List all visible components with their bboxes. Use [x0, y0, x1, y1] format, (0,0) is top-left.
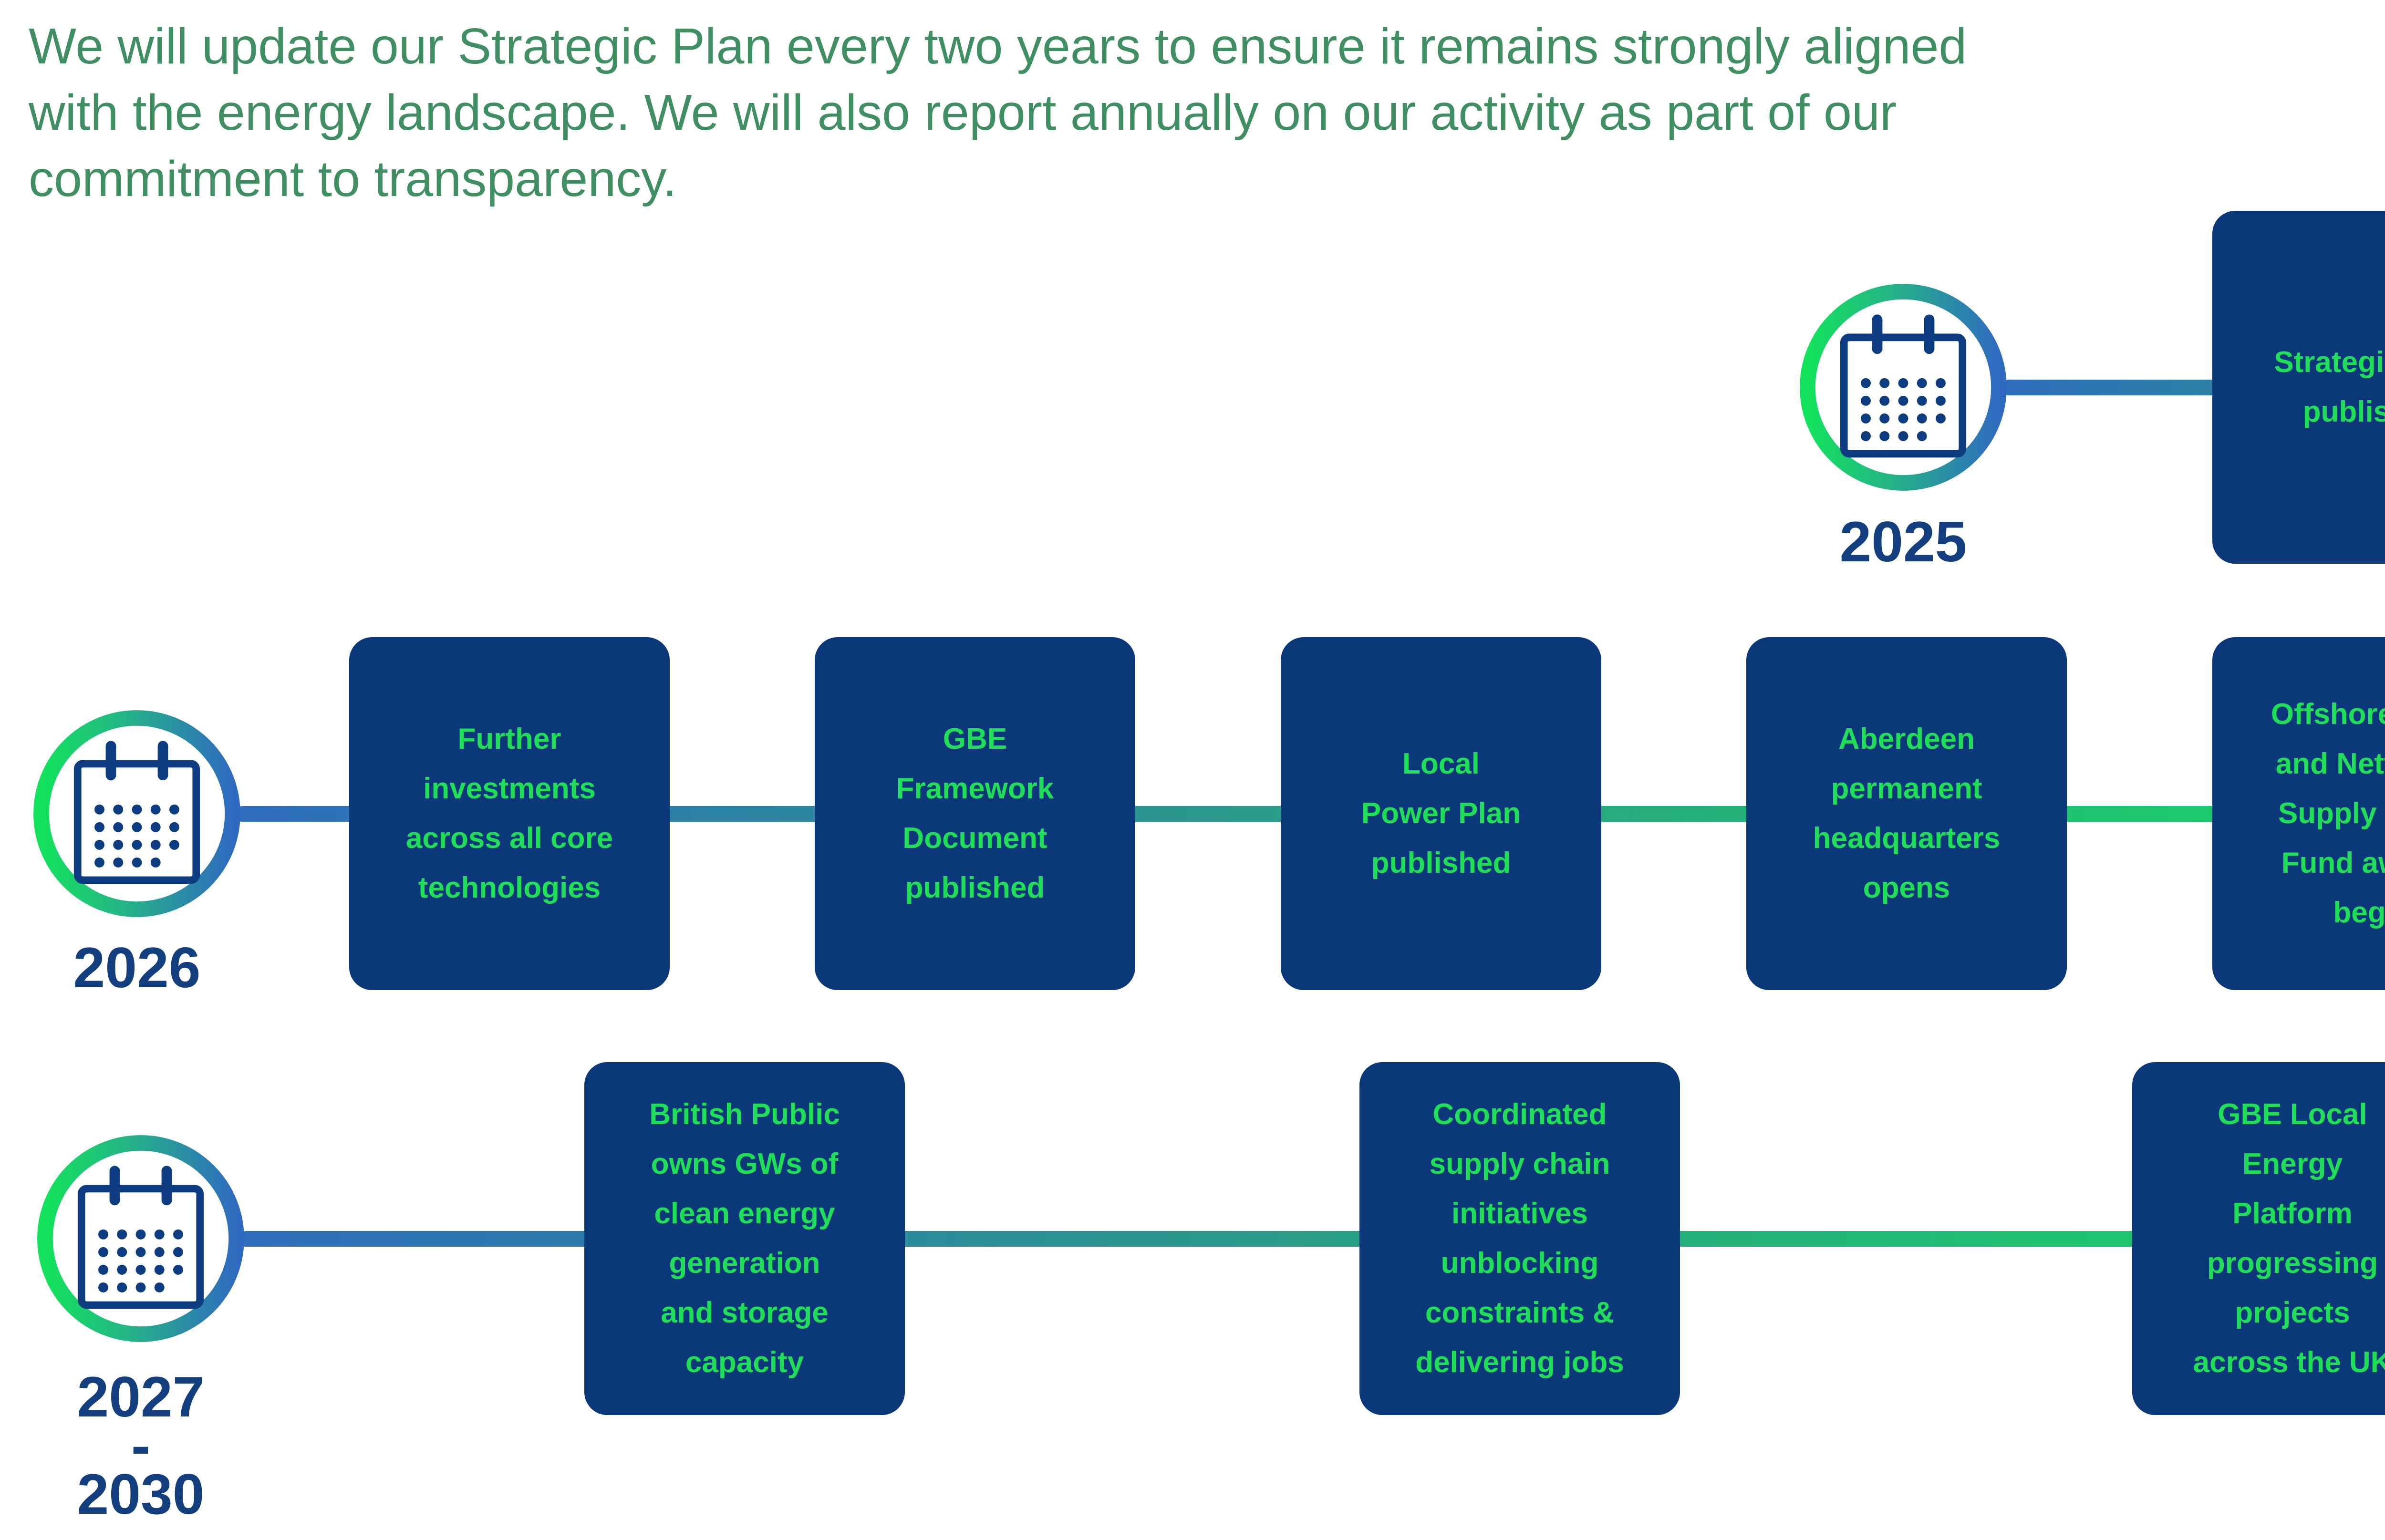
milestone-card: Strategic Plan published — [2212, 211, 2385, 564]
year-badge — [33, 710, 241, 918]
year-badge — [1799, 283, 2007, 491]
milestone-card: Aberdeen permanent headquarters opens — [1746, 637, 2067, 990]
milestone-card: GBE Framework Document published — [815, 637, 1135, 990]
milestone-text: Offshore Wind and Networks Supply Chain … — [2271, 698, 2385, 929]
year-label: 2025 — [1839, 510, 1967, 574]
milestone-card: British Public owns GWs of clean energy … — [584, 1062, 905, 1415]
milestone-text: GBE Framework Document published — [896, 723, 1054, 904]
calendar-icon — [37, 1135, 244, 1342]
year-badge — [37, 1135, 245, 1343]
milestone-text: Local Power Plan published — [1361, 747, 1521, 879]
calendar-icon — [1800, 284, 2007, 491]
milestone-card: GBE Local Energy Platform progressing pr… — [2132, 1062, 2385, 1415]
milestone-card: Offshore Wind and Networks Supply Chain … — [2212, 637, 2385, 990]
calendar-icon — [33, 710, 240, 917]
milestone-text: Coordinated supply chain initiatives unb… — [1415, 1098, 1624, 1379]
milestone-card: Further investments across all core tech… — [349, 637, 670, 990]
milestone-text: British Public owns GWs of clean energy … — [649, 1098, 840, 1379]
milestone-text: Further investments across all core tech… — [405, 723, 613, 904]
milestone-card: Coordinated supply chain initiatives unb… — [1359, 1062, 1680, 1415]
connector-line — [238, 1231, 2385, 1247]
year-label: 2027 - 2030 — [77, 1365, 205, 1526]
intro-paragraph: We will update our Strategic Plan every … — [29, 18, 1967, 207]
milestone-card: Local Power Plan published — [1281, 637, 1601, 990]
milestone-text: Strategic Plan published — [2274, 346, 2385, 428]
milestone-text: Aberdeen permanent headquarters opens — [1813, 723, 2001, 904]
milestone-text: GBE Local Energy Platform progressing pr… — [2193, 1098, 2385, 1379]
year-label: 2026 — [73, 936, 201, 1000]
